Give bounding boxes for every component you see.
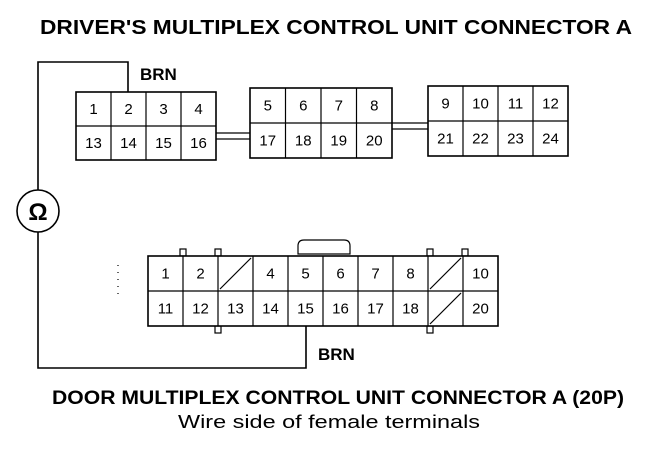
empty-cavity-bottom-9 <box>429 292 462 325</box>
door-terminal-2: 2 <box>196 266 204 283</box>
driver-terminal-11: 11 <box>508 96 524 113</box>
driver-connector-block-2: 5 6 7 8 17 18 19 20 <box>249 87 393 159</box>
wire-side-subtitle: Wire side of female terminals <box>178 412 480 432</box>
driver-terminal-3: 3 <box>159 101 167 118</box>
door-terminal-12: 12 <box>192 301 209 318</box>
brn-label-bottom: BRN <box>318 345 355 364</box>
driver-connector-block-1: 1 2 3 4 13 14 15 16 <box>75 91 217 161</box>
driver-terminal-24: 24 <box>542 131 559 148</box>
driver-terminal-1: 1 <box>89 101 97 118</box>
door-connector-title: DOOR MULTIPLEX CONTROL UNIT CONNECTOR A … <box>52 388 624 409</box>
driver-terminal-14: 14 <box>120 135 137 152</box>
door-terminal-8: 8 <box>406 266 414 283</box>
driver-terminal-9: 9 <box>441 96 449 113</box>
brn-label-top: BRN <box>140 65 177 84</box>
driver-terminal-19: 19 <box>330 133 347 150</box>
door-terminal-18: 18 <box>402 301 419 318</box>
driver-terminal-23: 23 <box>507 131 524 148</box>
driver-terminal-2: 2 <box>124 101 132 118</box>
ohmmeter-icon: Ω <box>16 189 60 233</box>
door-terminal-13: 13 <box>227 301 244 318</box>
driver-terminal-21: 21 <box>437 131 454 148</box>
driver-terminal-13: 13 <box>85 135 102 152</box>
svg-text:Ω: Ω <box>28 199 47 226</box>
driver-terminal-4: 4 <box>194 101 202 118</box>
door-terminal-1: 1 <box>161 266 169 283</box>
driver-terminal-8: 8 <box>370 98 378 115</box>
ohmmeter-leads <box>37 61 307 369</box>
connector-latch <box>297 239 351 255</box>
empty-cavity-top-9 <box>429 257 462 290</box>
driver-terminal-22: 22 <box>472 131 489 148</box>
door-terminal-20: 20 <box>472 301 489 318</box>
door-terminal-7: 7 <box>371 266 379 283</box>
driver-terminal-6: 6 <box>299 98 307 115</box>
driver-connector-title: DRIVER'S MULTIPLEX CONTROL UNIT CONNECTO… <box>40 17 632 39</box>
driver-terminal-18: 18 <box>295 133 312 150</box>
driver-terminal-17: 17 <box>259 133 276 150</box>
driver-terminal-20: 20 <box>366 133 383 150</box>
driver-terminal-10: 10 <box>472 96 489 113</box>
driver-terminal-12: 12 <box>542 96 559 113</box>
door-terminal-11: 11 <box>158 301 174 318</box>
door-terminal-4: 4 <box>266 266 274 283</box>
door-terminal-10: 10 <box>472 266 489 283</box>
driver-terminal-15: 15 <box>155 135 172 152</box>
empty-cavity-top-3 <box>219 257 252 290</box>
door-terminal-16: 16 <box>332 301 349 318</box>
driver-terminal-7: 7 <box>335 98 343 115</box>
driver-terminal-5: 5 <box>264 98 272 115</box>
door-terminal-15: 15 <box>297 301 314 318</box>
driver-terminal-16: 16 <box>190 135 207 152</box>
driver-connector-block-3: 9 10 11 12 21 22 23 24 <box>427 85 569 157</box>
door-terminal-6: 6 <box>336 266 344 283</box>
door-terminal-5: 5 <box>301 266 309 283</box>
door-terminal-14: 14 <box>262 301 279 318</box>
door-terminal-17: 17 <box>367 301 384 318</box>
